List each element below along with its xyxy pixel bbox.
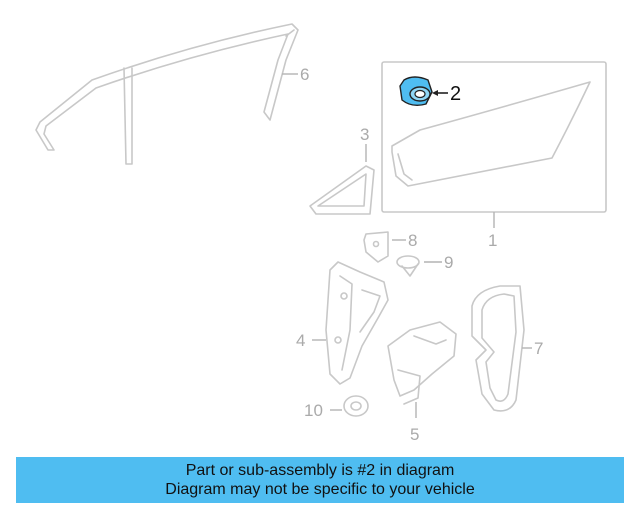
part-10-grommet: 10 <box>304 395 369 420</box>
part-1-glass-group: 1 <box>381 61 607 250</box>
info-banner: Part or sub-assembly is #2 in diagram Di… <box>16 457 624 503</box>
callout-8: 8 <box>408 231 417 250</box>
part-6-weatherstrip: 6 <box>35 23 309 165</box>
callout-7: 7 <box>534 339 543 358</box>
part-3-quarter-glass: 3 <box>309 125 375 215</box>
part-2-bushing: 2 <box>399 76 461 107</box>
parts-diagram: 6 1 2 3 8 9 <box>35 23 607 444</box>
callout-1: 1 <box>488 231 497 250</box>
callout-3: 3 <box>360 125 369 144</box>
callout-9: 9 <box>444 253 453 272</box>
part-7-seal: 7 <box>471 285 543 412</box>
callout-10: 10 <box>304 401 323 420</box>
callout-2: 2 <box>450 83 461 105</box>
callout-5: 5 <box>410 425 419 444</box>
banner-line-2: Diagram may not be specific to your vehi… <box>165 481 475 498</box>
callout-6: 6 <box>300 65 309 84</box>
part-4-regulator: 4 <box>296 261 389 385</box>
banner-line-1: Part or sub-assembly is #2 in diagram <box>185 462 455 479</box>
part-5-motor: 5 <box>387 321 457 444</box>
part-8-bracket: 8 <box>363 231 417 263</box>
callout-4: 4 <box>296 331 305 350</box>
part-9-clip: 9 <box>396 253 453 277</box>
